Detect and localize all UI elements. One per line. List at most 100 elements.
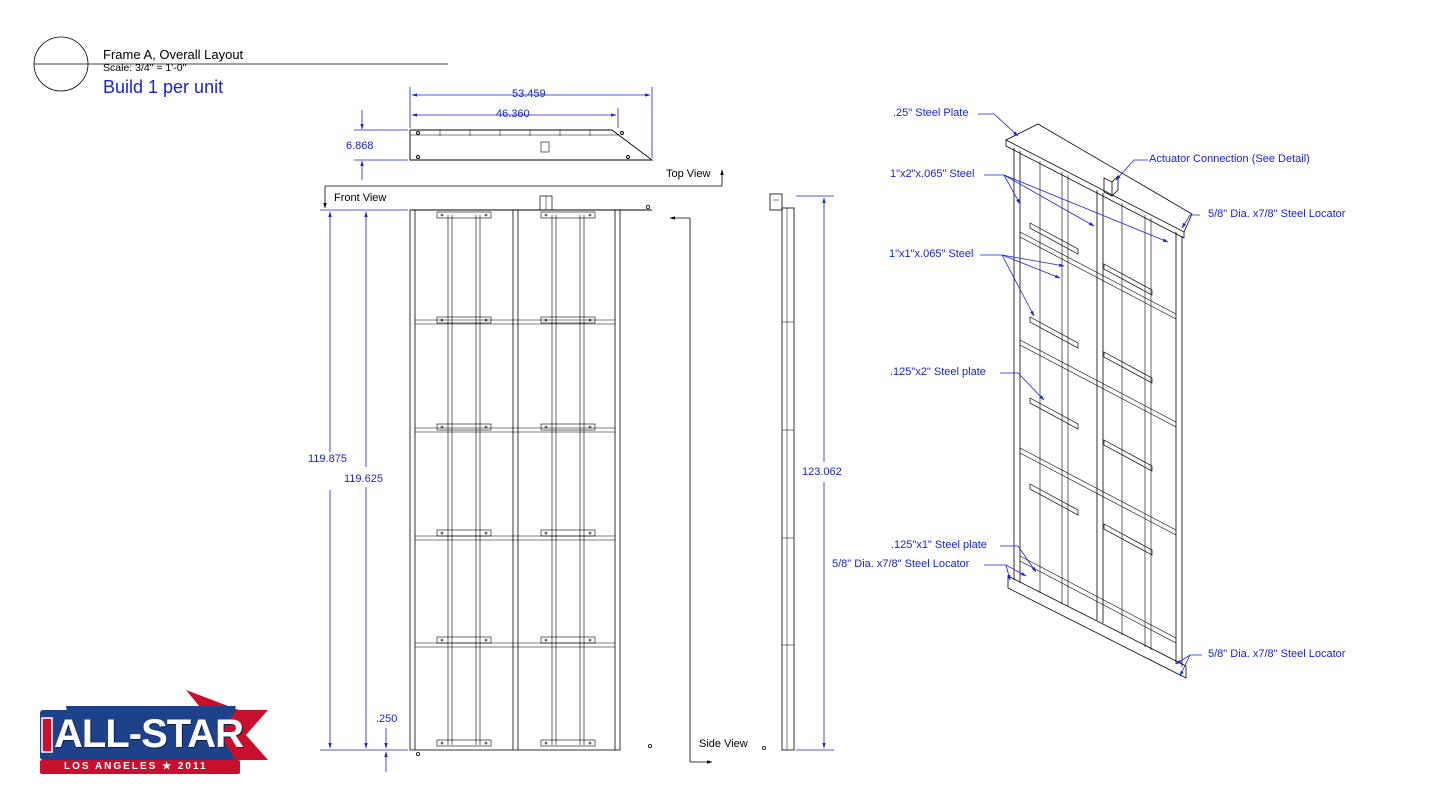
callout-actuator-connection: Actuator Connection (See Detail): [1149, 153, 1310, 165]
dim-front-height-inner: 119.625: [344, 473, 383, 485]
front-mounting-plate: [540, 529, 596, 537]
front-mounting-plate: [436, 636, 492, 644]
isometric-view: [1005, 123, 1193, 679]
logo-brand-text: ALL-STAR: [54, 712, 244, 756]
callout-locator-top: 5/8" Dia. x7/8" Steel Locator: [1208, 208, 1346, 220]
top-view-label: Top View: [666, 168, 711, 180]
bolt-hole: [440, 741, 444, 745]
side-frame-outline: [781, 207, 795, 751]
callout-plate-125x2: .125"x2" Steel plate: [890, 366, 986, 378]
front-mounting-plate: [540, 636, 596, 644]
bolt-hole: [440, 638, 444, 642]
front-view: [409, 195, 653, 757]
top-view-outline: [409, 129, 654, 161]
iso-cross-member: [1019, 555, 1177, 639]
side-view: [762, 193, 795, 751]
front-mounting-plates: [436, 211, 596, 747]
iso-mounting-plate: [1029, 483, 1079, 516]
bolt-hole: [588, 638, 592, 642]
side-view-label: Side View: [699, 738, 748, 750]
dim-side-height: 123.062: [802, 466, 842, 478]
bolt-hole: [440, 531, 444, 535]
side-view-dimensions: [796, 195, 834, 751]
top-view-dimensions: [354, 87, 653, 180]
dim-front-base: .250: [376, 713, 398, 725]
iso-cross-member: [1019, 452, 1177, 536]
bolt-hole: [484, 425, 488, 429]
logo-city-year: LOS ANGELES ★ 2011: [64, 761, 208, 772]
iso-bottom-plate: [1007, 575, 1187, 679]
bolt-hole: [440, 425, 444, 429]
iso-mounting-plate: [1103, 523, 1153, 556]
iso-mounting-plate: [1103, 439, 1153, 472]
iso-cross-member: [1019, 344, 1177, 428]
front-view-dimensions: [320, 209, 408, 772]
title-block-graphic: [33, 36, 448, 92]
front-mounting-plate: [436, 423, 492, 431]
drawing-scale: Scale: 3/4" = 1'-0": [103, 62, 187, 74]
bolt-hole: [484, 638, 488, 642]
nba-logoman-icon: [41, 717, 53, 753]
callout-tube-1x2: 1"x2"x.065" Steel: [890, 168, 975, 180]
iso-mounting-plate: [1103, 351, 1153, 384]
bolt-hole: [544, 318, 548, 322]
top-view: [409, 129, 654, 161]
callout-tube-1x1: 1"x1"x.065" Steel: [889, 248, 974, 260]
bolt-hole: [484, 531, 488, 535]
bolt-hole: [588, 425, 592, 429]
bolt-hole: [544, 741, 548, 745]
actuator-bracket-top: [540, 141, 550, 153]
front-mounting-plate: [540, 316, 596, 324]
side-actuator-bracket: [769, 193, 783, 211]
callout-leaders: [978, 113, 1202, 677]
dim-top-depth: 6.868: [346, 140, 374, 152]
bolt-hole: [440, 213, 444, 217]
bolt-hole: [484, 318, 488, 322]
iso-mounting-plate: [1029, 397, 1079, 430]
bolt-hole: [588, 531, 592, 535]
callout-locator-left: 5/8" Dia. x7/8" Steel Locator: [832, 558, 970, 570]
front-cross-members: [415, 319, 615, 648]
iso-cross-member: [1019, 236, 1177, 320]
front-mounting-plate: [540, 423, 596, 431]
bolt-hole: [588, 213, 592, 217]
bolt-hole: [440, 318, 444, 322]
front-mounting-plate: [436, 316, 492, 324]
bolt-hole: [544, 531, 548, 535]
side-view-leader: [669, 216, 713, 764]
iso-cross-member: [1019, 231, 1177, 315]
front-mounting-plate: [540, 739, 596, 747]
iso-mounting-plate: [1029, 222, 1079, 255]
logo-graphic: [40, 690, 268, 774]
front-view-label: Front View: [334, 192, 387, 204]
bolt-hole: [588, 741, 592, 745]
iso-top-steel-plate: [1005, 123, 1193, 233]
dim-top-overall-width: 53.459: [512, 88, 546, 100]
callout-steel-plate: .25" Steel Plate: [893, 107, 969, 119]
front-frame-outline: [409, 209, 621, 751]
callout-plate-125x1: .125"x1" Steel plate: [891, 539, 987, 551]
bolt-hole: [544, 213, 548, 217]
iso-actuator-bracket: [1103, 177, 1113, 197]
front-vertical-members: [447, 215, 585, 745]
bolt-hole: [484, 213, 488, 217]
iso-cross-member: [1019, 339, 1177, 423]
drawing-title: Frame A, Overall Layout: [103, 47, 244, 62]
dim-front-height-outer: 119.875: [308, 453, 347, 465]
section-line: [323, 169, 724, 209]
bolt-hole: [588, 318, 592, 322]
front-mounting-plate: [436, 529, 492, 537]
all-star-logo: ALL-STAR LOS ANGELES ★ 2011: [36, 688, 268, 776]
bolt-hole: [544, 425, 548, 429]
bolt-hole: [484, 741, 488, 745]
iso-mounting-plate: [1029, 316, 1079, 349]
front-mounting-plate: [436, 739, 492, 747]
front-mounting-plate: [540, 211, 596, 219]
dim-top-inner-width: 46.360: [496, 108, 530, 120]
iso-cross-member: [1019, 560, 1177, 644]
front-mounting-plate: [436, 211, 492, 219]
build-quantity: Build 1 per unit: [103, 77, 224, 97]
bolt-hole: [544, 638, 548, 642]
